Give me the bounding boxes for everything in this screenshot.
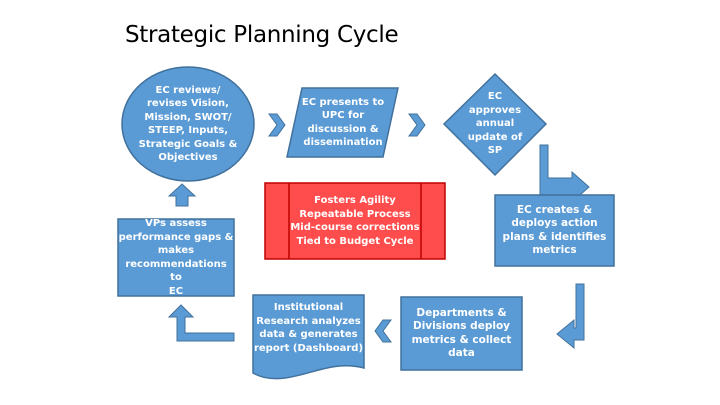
bent-arrow-down-icon xyxy=(539,144,590,204)
chevron-left-icon xyxy=(374,319,392,343)
ec-presents-label: EC presents to UPC for discussion & diss… xyxy=(301,96,385,149)
arrow-up-icon xyxy=(167,183,197,207)
ec-approves-label: EC approves annual update of SP xyxy=(467,91,523,157)
diagram-title: Strategic Planning Cycle xyxy=(125,22,399,48)
center-box xyxy=(264,182,446,260)
ec-presents-parallelogram xyxy=(286,87,399,158)
center-box-label: Fosters Agility Repeatable Process Mid-c… xyxy=(290,195,420,247)
chevron-right-icon xyxy=(268,113,286,137)
institutional-research-label: Institutional Research analyzes data & g… xyxy=(253,302,364,354)
ec-creates-box xyxy=(494,194,615,267)
ec-reviews-label: EC reviews/ revises Vision, Mission, SWO… xyxy=(138,84,238,164)
chevron-right-icon xyxy=(408,113,426,137)
ec-reviews-oval xyxy=(121,66,255,182)
ec-creates-label: EC creates & deploys action plans & iden… xyxy=(502,203,607,257)
bent-arrow-up-icon xyxy=(167,304,235,342)
departments-box xyxy=(400,296,523,371)
bent-arrow-down-left-icon xyxy=(556,283,585,350)
vps-assess-box xyxy=(117,218,235,297)
institutional-research-document xyxy=(252,294,365,380)
departments-label: Departments & Divisions deploy metrics &… xyxy=(411,306,512,360)
vps-assess-label: VPs assess performance gaps & makes reco… xyxy=(118,218,234,297)
ec-approves-diamond xyxy=(442,72,548,177)
